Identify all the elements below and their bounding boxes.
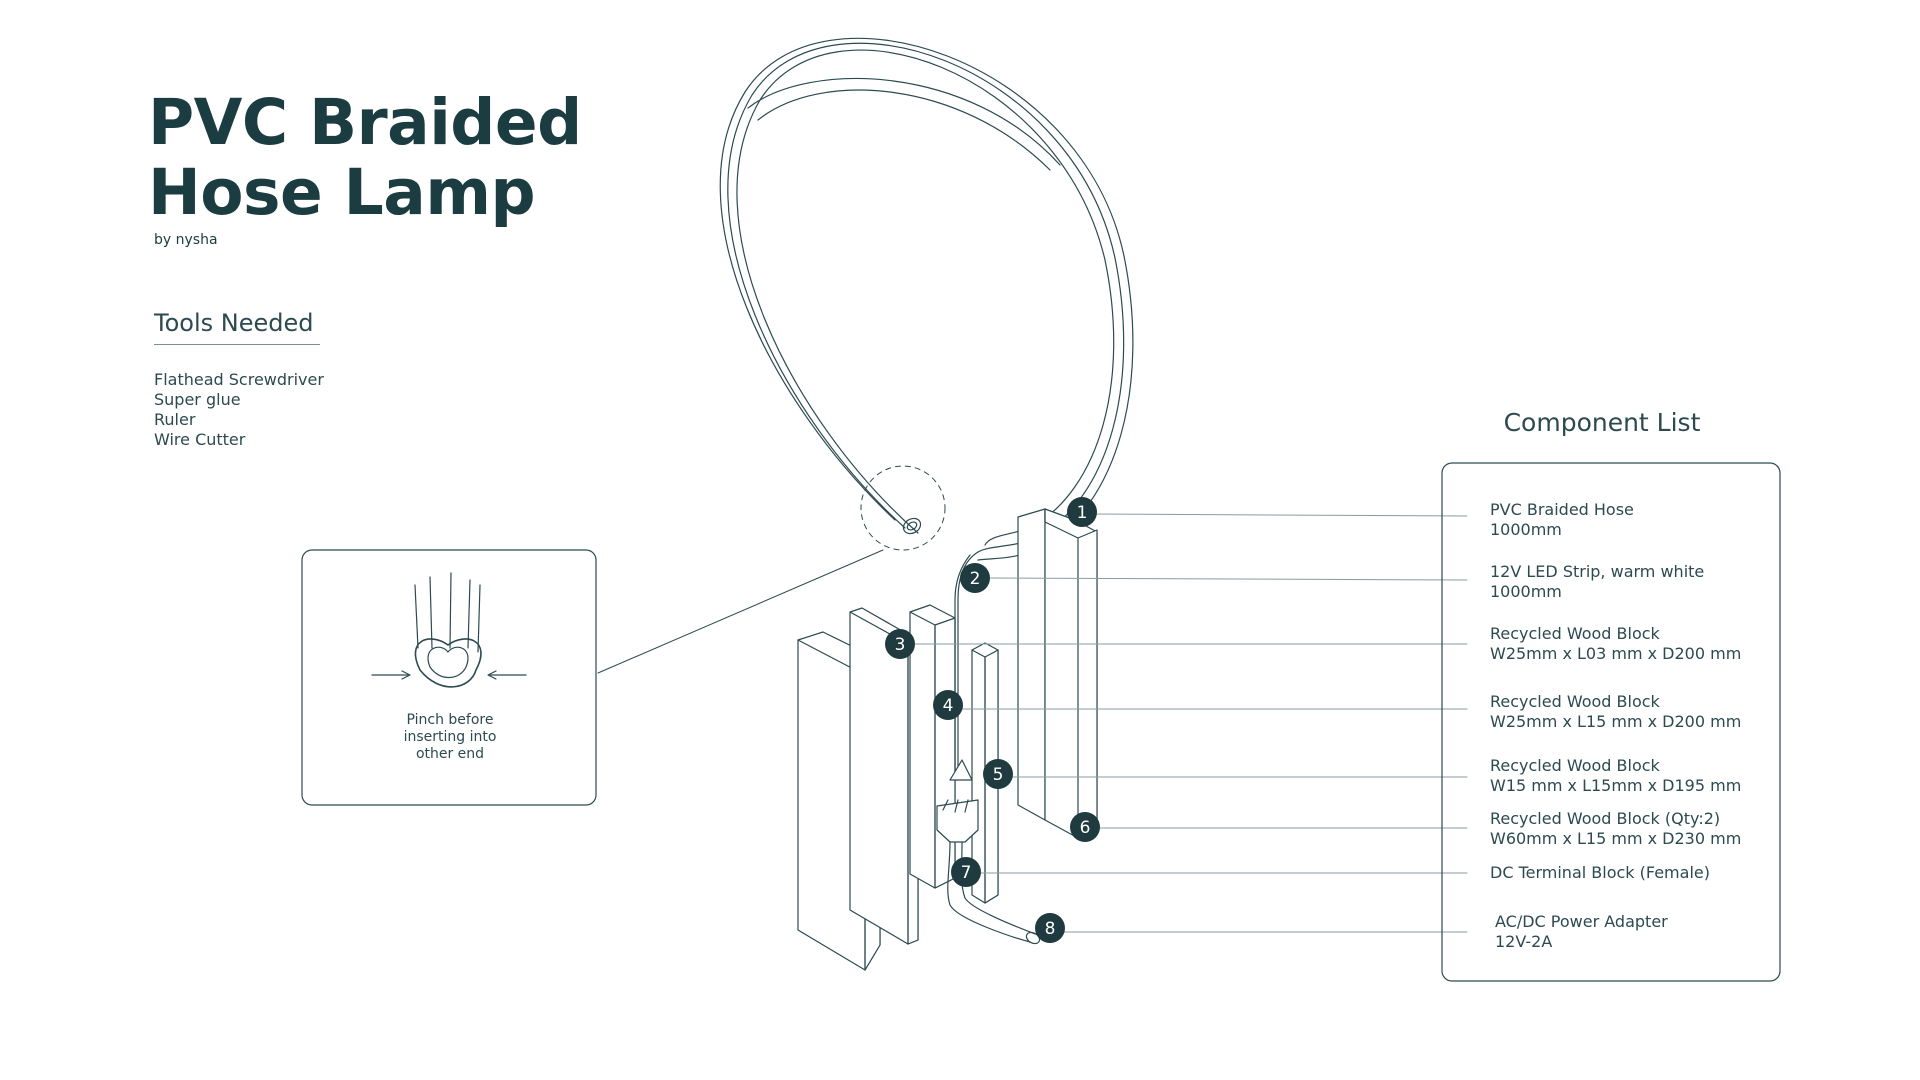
component-item-8: AC/DC Power Adapter 12V-2A [1495,912,1668,952]
component-spec: 1000mm [1490,520,1562,539]
wood-block-3 [849,607,919,945]
badge-8: 8 [1035,913,1065,943]
component-item-1: PVC Braided Hose 1000mm [1490,500,1634,540]
component-name: Recycled Wood Block (Qty:2) [1490,809,1721,828]
badge-1: 1 [1067,497,1097,527]
component-list-box [1441,462,1781,982]
svg-text:7: 7 [961,863,972,883]
badge-3: 3 [885,629,915,659]
badge-6: 6 [1070,812,1100,842]
tools-list: Flathead Screwdriver Super glue Ruler Wi… [154,370,324,450]
component-spec: W15 mm x L15mm x D195 mm [1490,776,1742,795]
tool-item: Ruler [154,410,196,429]
badge-4: 4 [933,690,963,720]
svg-text:8: 8 [1045,919,1056,939]
svg-text:1: 1 [1077,503,1088,523]
component-item-4: Recycled Wood Block W25mm x L15 mm x D20… [1490,692,1741,732]
component-item-6: Recycled Wood Block (Qty:2) W60mm x L15 … [1490,809,1741,849]
callout-badges: 1 2 3 4 5 6 7 8 [885,497,1100,943]
component-spec: 12V-2A [1495,932,1553,951]
component-name: DC Terminal Block (Female) [1490,863,1710,882]
component-name: PVC Braided Hose [1490,500,1634,519]
page-title: PVC Braided Hose Lamp [148,88,582,228]
tool-item: Flathead Screwdriver [154,370,324,389]
component-item-3: Recycled Wood Block W25mm x L03 mm x D20… [1490,624,1741,664]
title-line-2: Hose Lamp [148,156,536,229]
wood-block-6-rear [1017,508,1098,839]
title-line-1: PVC Braided [148,86,582,159]
svg-text:2: 2 [970,569,981,589]
svg-text:6: 6 [1080,818,1091,838]
svg-text:5: 5 [993,765,1004,785]
badge-2: 2 [960,563,990,593]
svg-text:3: 3 [895,635,906,655]
svg-text:4: 4 [943,696,954,716]
badge-5: 5 [983,759,1013,789]
pinch-callout [301,549,597,806]
component-item-2: 12V LED Strip, warm white 1000mm [1490,562,1704,602]
component-spec: W25mm x L03 mm x D200 mm [1490,644,1742,663]
tool-item: Wire Cutter [154,430,246,449]
component-name: Recycled Wood Block [1490,756,1660,775]
led-wire [936,551,1041,945]
component-spec: W60mm x L15 mm x D230 mm [1490,829,1742,848]
component-spec: 1000mm [1490,582,1562,601]
byline: by nysha [154,232,218,248]
component-list-heading: Component List [1503,408,1701,437]
tool-item: Super glue [154,390,241,409]
component-name: Recycled Wood Block [1490,692,1660,711]
tools-heading: Tools Needed [154,309,314,337]
tools-divider [154,344,320,345]
component-item-7: DC Terminal Block (Female) [1490,863,1710,883]
component-item-5: Recycled Wood Block W15 mm x L15mm x D19… [1490,756,1741,796]
component-name: 12V LED Strip, warm white [1490,562,1705,581]
wood-block-4 [909,604,956,889]
pinch-note: Pinch before inserting into other end [403,712,497,762]
component-name: AC/DC Power Adapter [1495,912,1668,931]
component-spec: W25mm x L15 mm x D200 mm [1490,712,1742,731]
leader-lines [912,513,1468,933]
badge-7: 7 [951,857,981,887]
component-name: Recycled Wood Block [1490,624,1660,643]
